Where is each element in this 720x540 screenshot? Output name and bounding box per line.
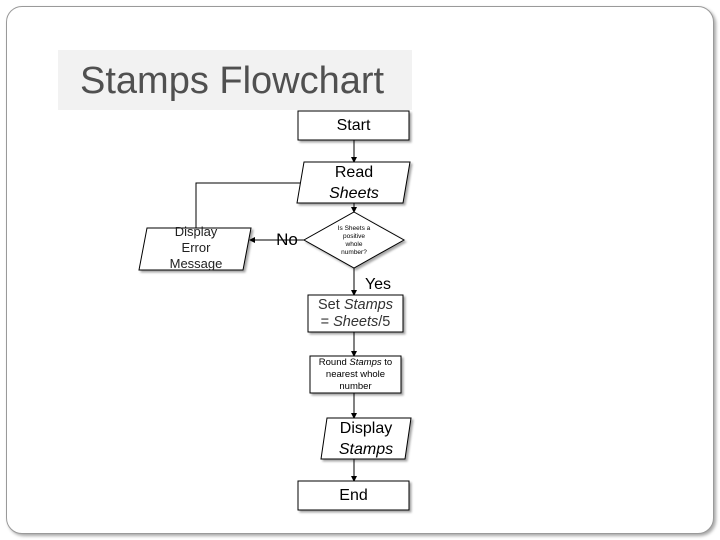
round-line-1: Round Stamps to <box>319 357 392 369</box>
round-line-1c: to <box>381 356 393 368</box>
end-label: End <box>298 481 409 510</box>
read-line-2: Sheets <box>329 184 379 202</box>
set-line-1b: Stamps <box>343 296 393 313</box>
error-label: Display Error Message <box>145 224 247 272</box>
decision-line-4: number? <box>341 249 367 256</box>
display-label: Display Stamps <box>322 418 410 459</box>
error-line-1: Display <box>174 224 218 239</box>
set-line-2c: /5 <box>378 313 391 330</box>
decision-line-2: positive <box>342 233 366 240</box>
set-label: Set Stamps = Sheets/5 <box>308 295 403 332</box>
round-line-1a: Round <box>318 356 350 368</box>
no-label: No <box>270 229 304 251</box>
error-line-3: Message <box>169 256 223 271</box>
title-background <box>58 50 412 110</box>
set-line-1a: Set <box>318 296 344 313</box>
display-line-2: Stamps <box>338 440 394 458</box>
start-label: Start <box>298 111 409 140</box>
end-terminal <box>297 480 410 511</box>
end-text: End <box>339 486 368 504</box>
decision-line-3: whole <box>345 241 363 248</box>
round-process-box <box>309 355 402 394</box>
round-label: Round Stamps to nearest whole number <box>310 356 401 393</box>
round-line-3: number <box>339 380 372 392</box>
slide-title: Stamps Flowchart <box>80 60 385 102</box>
yes-label: Yes <box>358 274 398 296</box>
decision-label: Is Sheets a positive whole number? <box>314 225 394 257</box>
set-process-box <box>307 294 404 333</box>
read-label: Read Sheets <box>300 162 408 203</box>
read-input-shape <box>296 161 411 204</box>
start-text: Start <box>336 116 371 134</box>
error-line-2: Error <box>181 240 211 255</box>
set-line-2b: Sheets <box>333 313 379 330</box>
decision-line-1: Is Sheets a <box>337 225 371 232</box>
start-terminal <box>297 110 410 141</box>
set-line-2: = Sheets/5 <box>321 314 391 331</box>
display-output-shape <box>320 417 412 460</box>
decision-diamond <box>302 211 406 269</box>
round-line-1b: Stamps <box>349 356 382 368</box>
round-line-2: nearest whole <box>325 368 386 380</box>
error-output-shape <box>138 227 252 271</box>
set-line-1: Set Stamps <box>318 297 393 314</box>
display-line-1: Display <box>339 419 393 437</box>
read-line-1: Read <box>334 163 374 181</box>
connector-error-read <box>195 180 310 228</box>
yes-text: Yes <box>364 276 392 294</box>
set-line-2a: = <box>320 313 334 330</box>
no-text: No <box>276 229 298 249</box>
